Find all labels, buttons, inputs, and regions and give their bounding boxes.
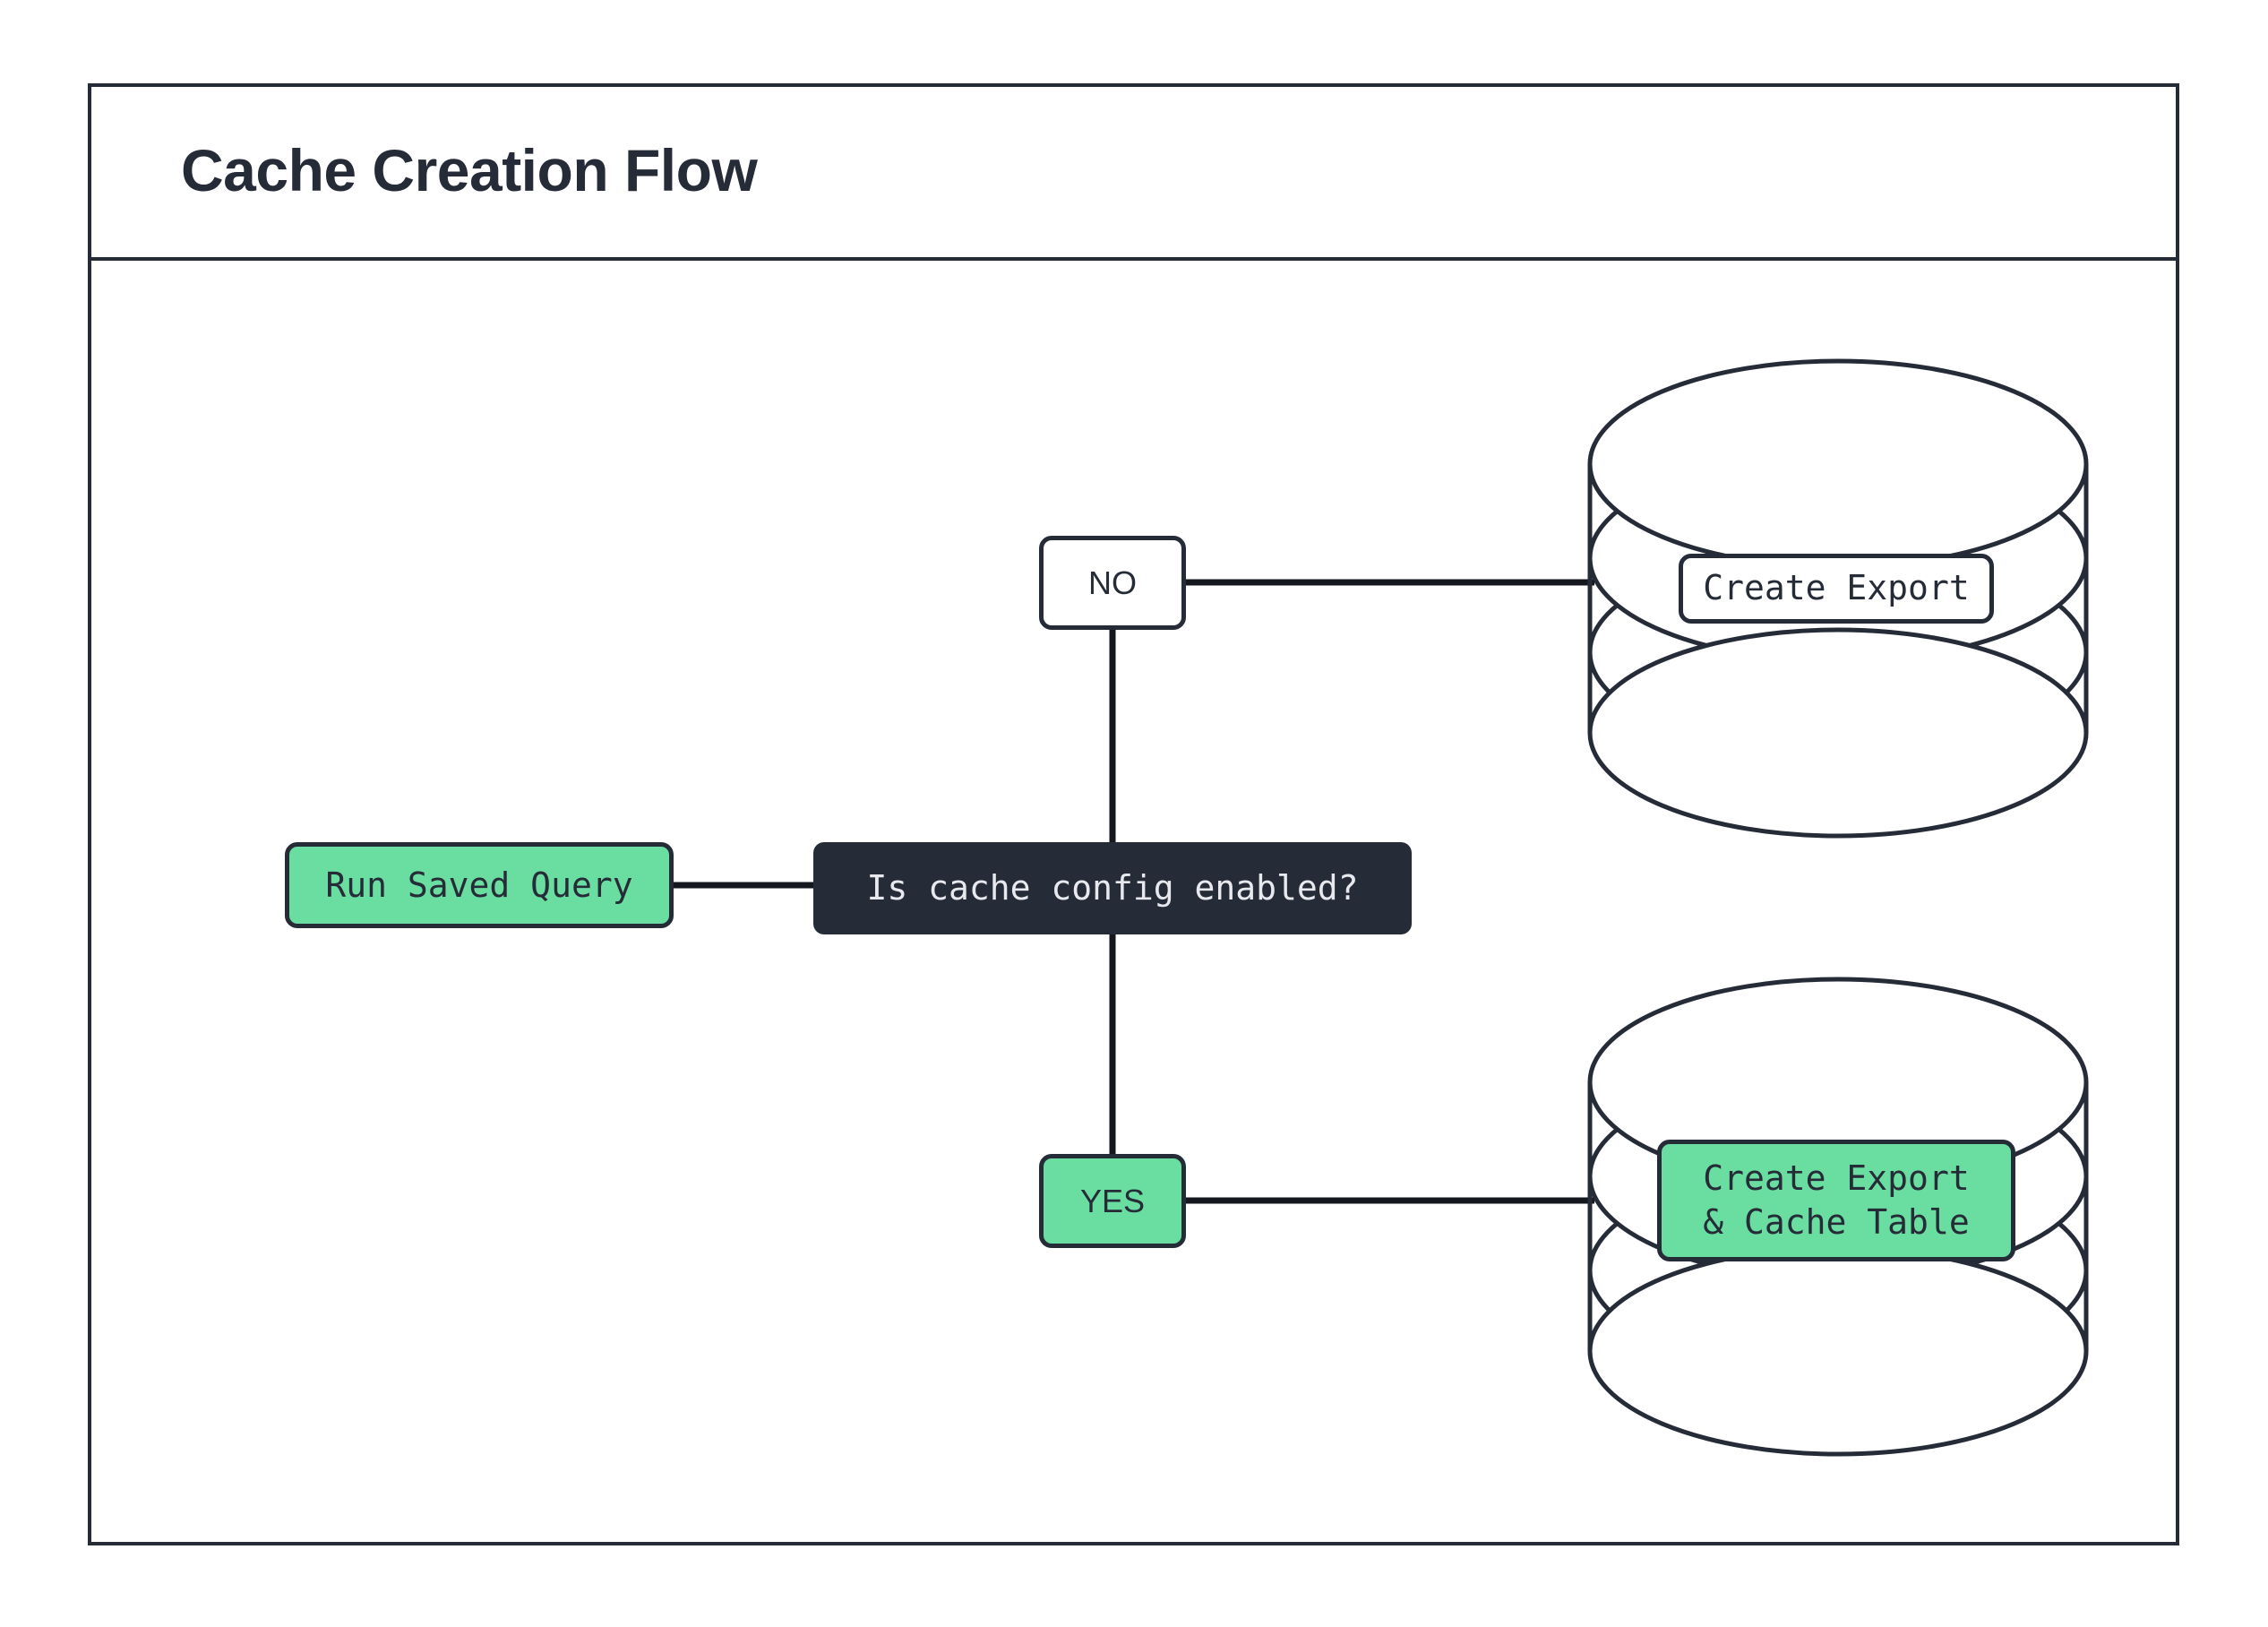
database-label-bottom: Create Export & Cache Table — [1657, 1140, 2015, 1261]
node-decision-cache-config[interactable]: Is cache config enabled? — [813, 842, 1412, 934]
edge-label-no[interactable]: NO — [1039, 536, 1186, 630]
diagram-title-bar: Cache Creation Flow — [88, 83, 2179, 261]
database-label-top: Create Export — [1679, 554, 1994, 624]
page-title: Cache Creation Flow — [181, 137, 758, 203]
node-run-saved-query[interactable]: Run Saved Query — [285, 842, 674, 928]
edge-label-yes[interactable]: YES — [1039, 1154, 1186, 1248]
